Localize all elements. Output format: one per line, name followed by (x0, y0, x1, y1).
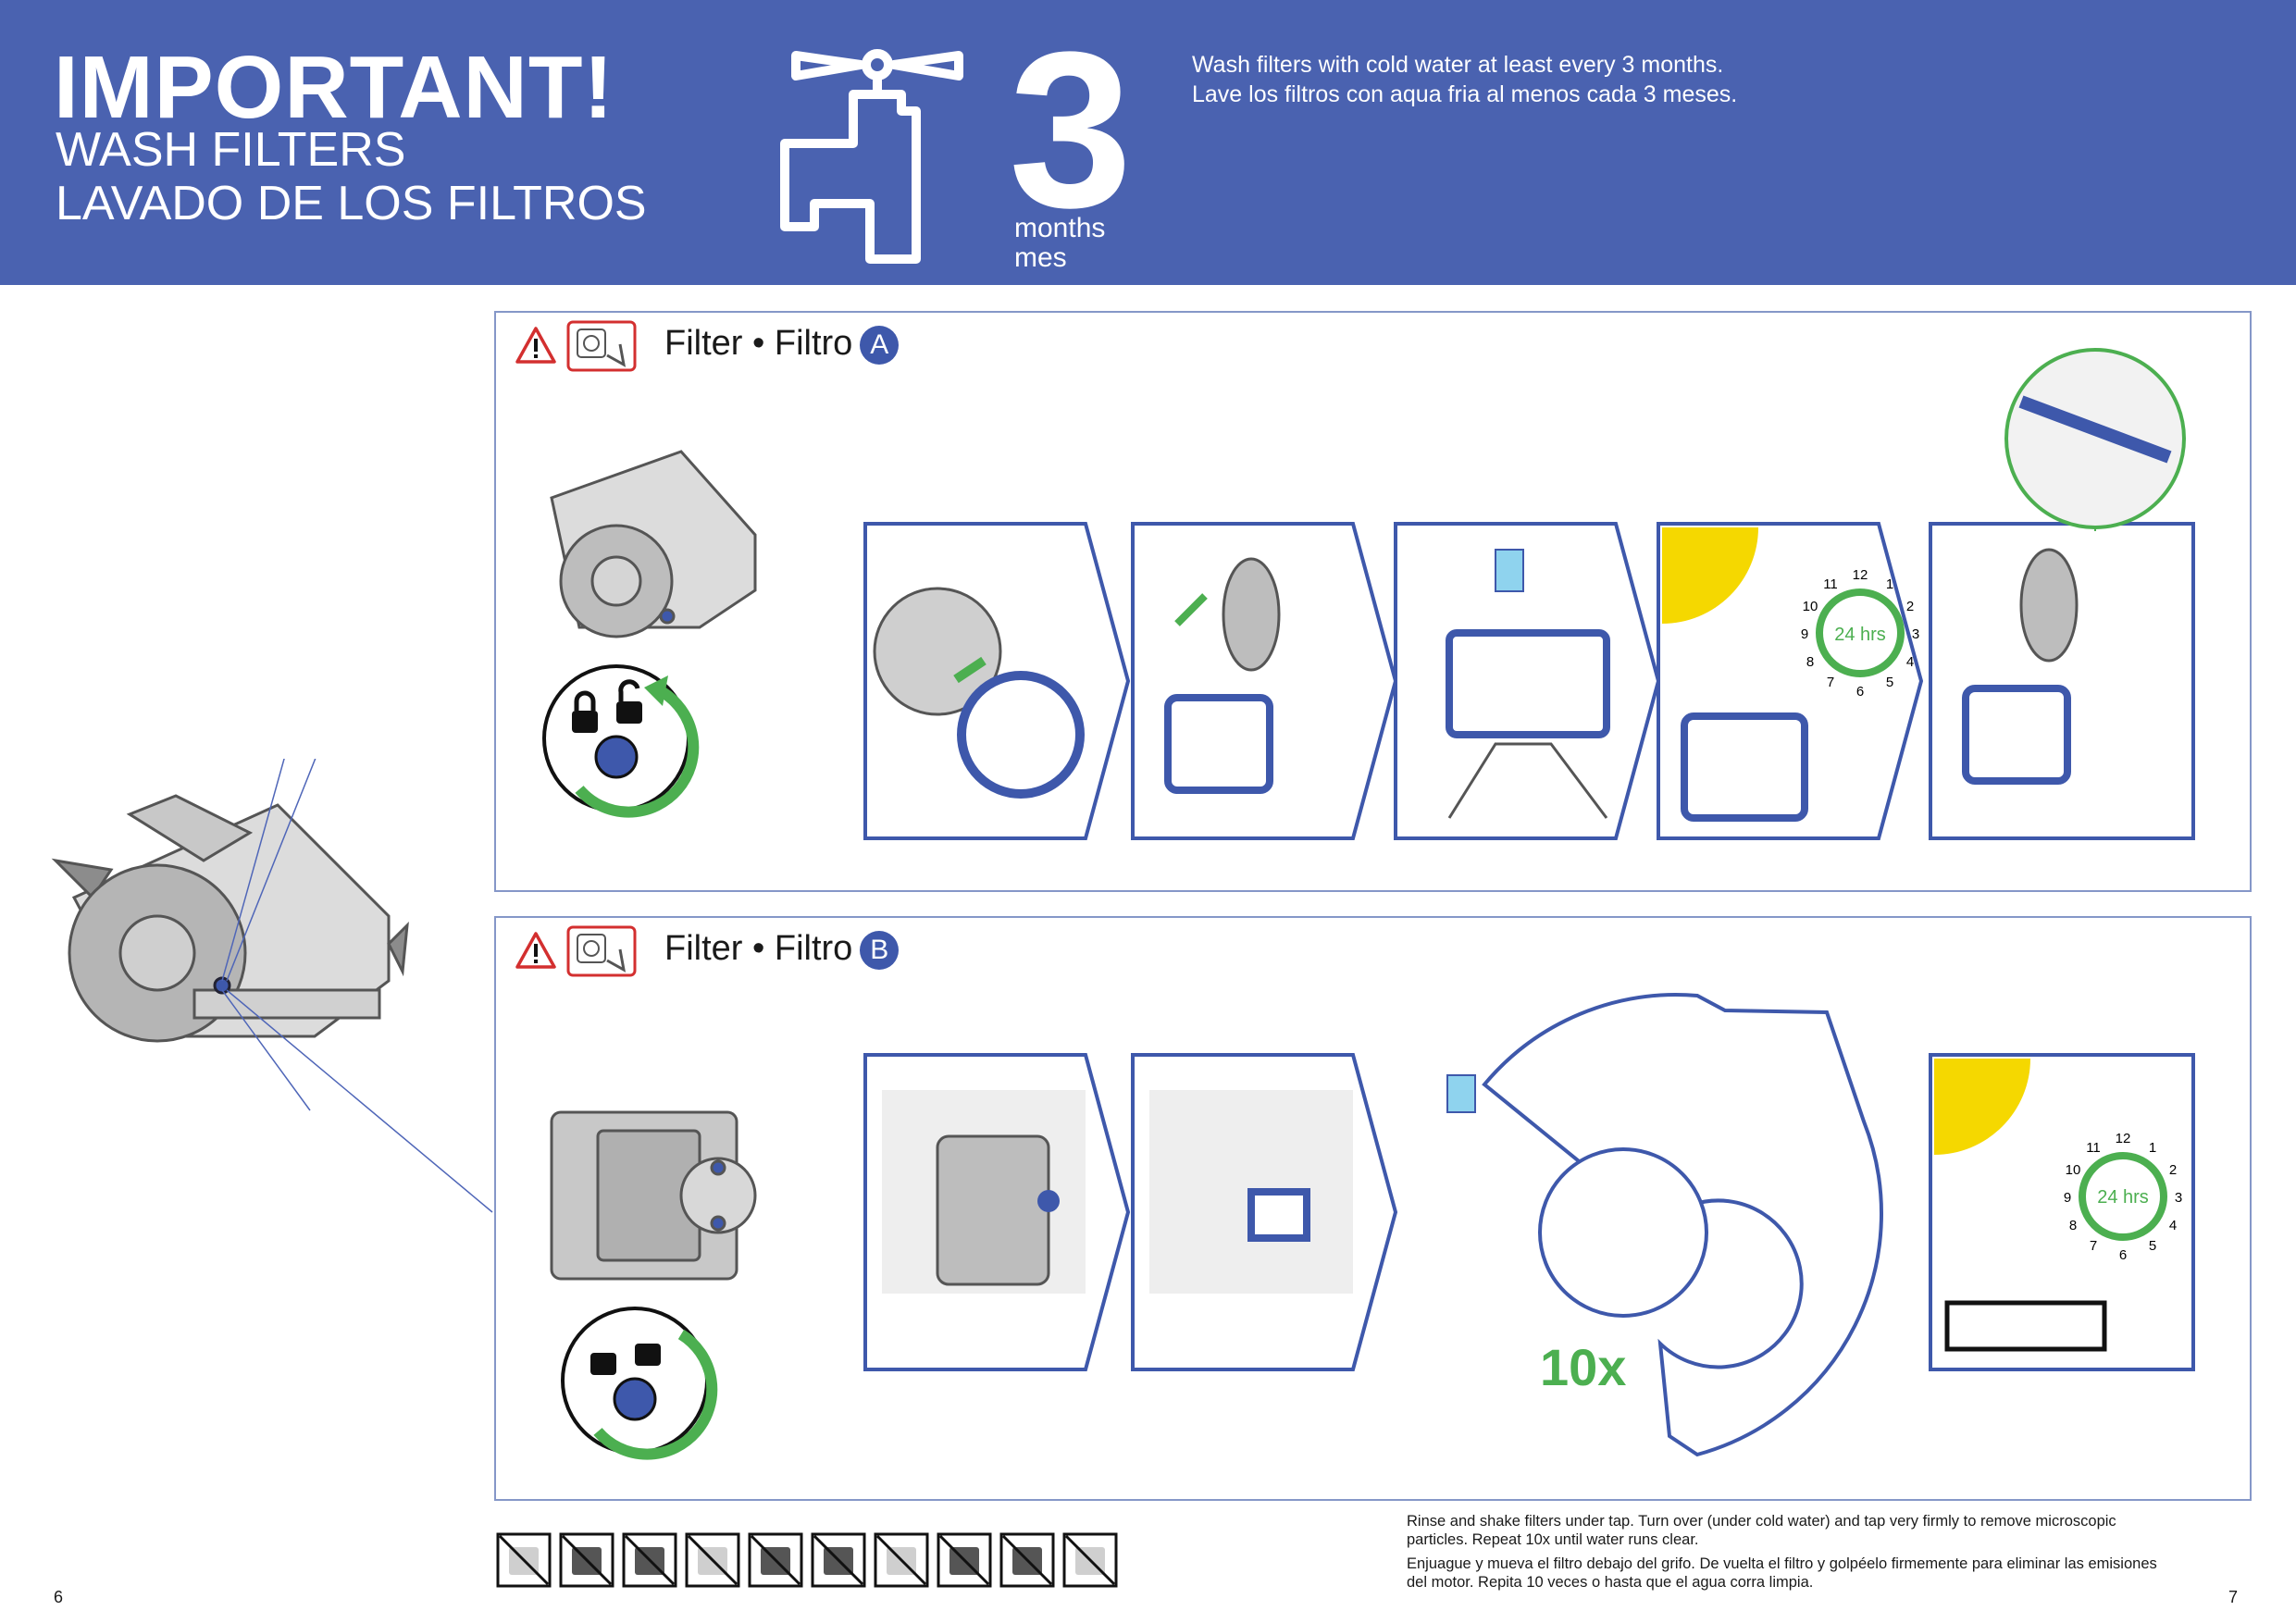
header-banner: IMPORTANT! WASH FILTERS LAVADO DE LOS FI… (0, 0, 2296, 285)
clock-a-number-5: 5 (1886, 675, 1893, 690)
interval-unit-english: months (1014, 213, 1106, 243)
step-a3-frame (1394, 522, 1661, 840)
zoom-detail-a-illustration (2004, 348, 2186, 531)
clock-b-number-6: 6 (2119, 1247, 2127, 1263)
no-detergent-icon (559, 1532, 614, 1588)
no-dryer-icon (811, 1532, 866, 1588)
step-a5-frame (1929, 522, 2195, 840)
clock-a-number-11: 11 (1823, 576, 1838, 592)
page-title: IMPORTANT! (54, 38, 614, 137)
clock-a-number-1: 1 (1886, 576, 1893, 592)
no-detergent-icon (496, 1532, 552, 1588)
wash-note-english: Wash filters with cold water at least ev… (1192, 52, 1724, 78)
no-dishwasher-icon (937, 1532, 992, 1588)
section-b-title-text: Filter • Filtro (664, 929, 853, 968)
no-washing-machine-icon (748, 1532, 803, 1588)
clock-b-number-7: 7 (2090, 1238, 2097, 1254)
clock-b-number-10: 10 (2066, 1162, 2081, 1178)
page-number-right: 7 (2228, 1588, 2239, 1606)
step-b4-frame: 24 hrs 12 1 2 3 4 5 6 7 8 9 10 11 (1929, 1053, 2195, 1371)
clock-label-a: 24 hrs (1834, 625, 1886, 645)
no-microwave-icon (874, 1532, 929, 1588)
tap-icon (780, 49, 963, 264)
clock-b-number-5: 5 (2149, 1238, 2156, 1254)
section-a-badge: A (860, 325, 900, 365)
clock-a-number-2: 2 (1906, 599, 1914, 614)
vacuum-closeup-a-illustration (542, 450, 757, 818)
warning-triangle-icon (515, 327, 556, 364)
section-a-title-text: Filter • Filtro (664, 324, 853, 363)
no-spray-icon (1062, 1532, 1118, 1588)
instructions-spanish: Enjuague y mueva el filtro debajo del gr… (1407, 1555, 2157, 1591)
clock-a-number-6: 6 (1856, 684, 1864, 700)
unplug-icon (566, 925, 637, 977)
clock-a-number-12: 12 (1853, 567, 1868, 583)
clock-b-number-9: 9 (2064, 1190, 2071, 1206)
wash-note-spanish: Lave los filtros con aqua fria al menos … (1192, 81, 1738, 107)
clock-a-number-10: 10 (1803, 599, 1818, 614)
clock-a-number-4: 4 (1906, 654, 1914, 670)
step-a1-frame (863, 522, 1131, 840)
step-a2-frame (1131, 522, 1398, 840)
unplug-icon (566, 320, 637, 372)
no-dishwasher-icon (685, 1532, 740, 1588)
page-number-left: 6 (54, 1588, 64, 1606)
step-a4-frame: 24 hrs 12 1 2 3 4 5 6 7 8 9 10 11 (1657, 522, 1924, 840)
clock-b-number-4: 4 (2169, 1218, 2177, 1233)
no-oven-icon (622, 1532, 677, 1588)
clock-label-b: 24 hrs (2097, 1187, 2149, 1208)
clock-b-number-8: 8 (2069, 1218, 2077, 1233)
warning-triangle-icon (515, 932, 556, 969)
no-open-flame-icon (999, 1532, 1055, 1588)
subtitle-spanish: LAVADO DE LOS FILTROS (56, 177, 647, 230)
instructions-english: Rinse and shake filters under tap. Turn … (1407, 1513, 2116, 1548)
clock-b-number-3: 3 (2175, 1190, 2182, 1206)
repeat-wash-cycle-illustration: 10x (1446, 993, 1883, 1457)
vacuum-overview-illustration (51, 759, 493, 1213)
clock-a-number-3: 3 (1912, 626, 1919, 642)
clock-b-number-1: 1 (2149, 1140, 2156, 1156)
interval-number: 3 (1009, 6, 1133, 254)
repeat-count-label: 10x (1540, 1338, 1626, 1396)
prohibited-methods-strip (496, 1532, 1118, 1592)
interval-unit-spanish: mes (1014, 242, 1067, 273)
step-b1-frame (863, 1053, 1131, 1371)
clock-a-number-7: 7 (1827, 675, 1834, 690)
vacuum-closeup-b-illustration (550, 1110, 757, 1460)
clock-b-number-12: 12 (2116, 1131, 2131, 1146)
clock-b-number-2: 2 (2169, 1162, 2177, 1178)
clock-a-number-8: 8 (1806, 654, 1814, 670)
section-b-badge: B (860, 930, 900, 970)
clock-a-number-9: 9 (1801, 626, 1808, 642)
step-b2-frame (1131, 1053, 1398, 1371)
subtitle-english: WASH FILTERS (56, 123, 406, 177)
clock-b-number-11: 11 (2086, 1140, 2101, 1156)
